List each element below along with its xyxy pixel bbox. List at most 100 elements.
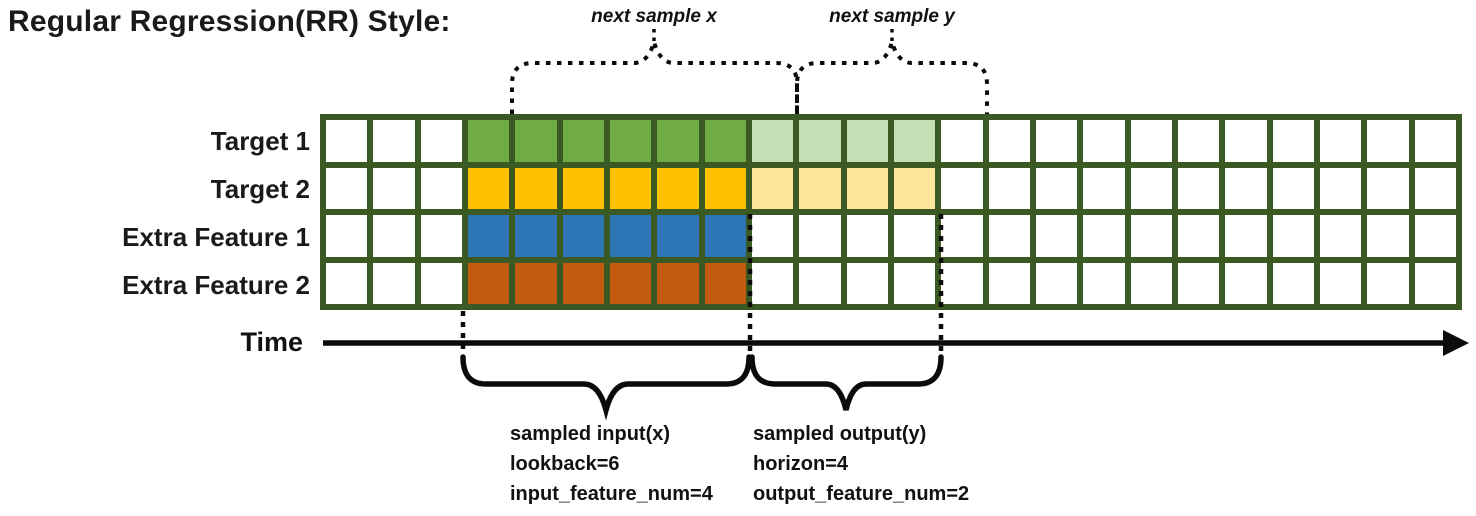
grid-cell	[373, 120, 415, 162]
grid-cell	[1367, 215, 1409, 257]
grid-cell	[1272, 215, 1314, 257]
grid-cell	[704, 120, 746, 162]
grid-cell	[562, 120, 604, 162]
grid-cell	[657, 167, 699, 209]
grid-cell	[373, 167, 415, 209]
grid-cell	[846, 167, 888, 209]
grid-cell	[1083, 262, 1125, 304]
sampled-input-brace	[460, 354, 752, 421]
grid-cell	[1414, 120, 1456, 162]
grid-cell	[799, 215, 841, 257]
grid-cell	[941, 215, 983, 257]
grid-cell	[846, 262, 888, 304]
grid-cell	[1035, 215, 1078, 257]
next-sample-y-label: next sample y	[829, 6, 955, 27]
grid-cell	[373, 262, 415, 304]
row-label-extra-feature-2: Extra Feature 2	[122, 270, 310, 300]
grid-cell	[751, 215, 794, 257]
grid-cell	[704, 215, 746, 257]
grid-cell	[1414, 167, 1456, 209]
grid-cell	[751, 120, 794, 162]
grid-cell	[893, 120, 936, 162]
grid-cell	[1083, 167, 1125, 209]
grid-cell	[326, 120, 368, 162]
grid-cell	[467, 215, 510, 257]
grid-cell	[420, 215, 462, 257]
next-sample-x-label: next sample x	[591, 6, 717, 27]
sampled-output-brace	[749, 354, 944, 411]
grid-cell	[1083, 120, 1125, 162]
grid-cell	[1130, 262, 1172, 304]
sampled-input-title: sampled input(x)	[510, 423, 671, 445]
grid-cell	[373, 215, 415, 257]
grid-cell	[1225, 167, 1267, 209]
row-label-target-2: Target 2	[210, 174, 310, 204]
grid-cell	[941, 120, 983, 162]
grid-cell	[420, 120, 462, 162]
grid-cell	[562, 262, 604, 304]
horizon-value: horizon=4	[753, 453, 849, 475]
grid-cell	[326, 215, 368, 257]
grid-cell	[799, 262, 841, 304]
grid-cell	[657, 215, 699, 257]
grid-cell	[1319, 167, 1362, 209]
grid-cell	[467, 167, 510, 209]
grid-cell	[467, 262, 510, 304]
grid-cell	[1177, 215, 1220, 257]
grid-cell	[515, 167, 557, 209]
time-arrow-head	[1443, 330, 1469, 356]
grid-cell	[515, 215, 557, 257]
grid-cell	[609, 167, 652, 209]
grid-cell	[1130, 167, 1172, 209]
grid-cell	[515, 120, 557, 162]
grid-cell	[1414, 215, 1456, 257]
output-feature-num-value: output_feature_num=2	[753, 483, 970, 505]
grid-cell	[657, 120, 699, 162]
next-sample-y-brace	[795, 34, 989, 114]
grid-cell	[1319, 262, 1362, 304]
grid-cell	[1367, 120, 1409, 162]
row-label-extra-feature-1: Extra Feature 1	[122, 222, 310, 252]
time-axis-label: Time	[240, 327, 303, 357]
grid-cell	[988, 120, 1030, 162]
grid-cell	[941, 167, 983, 209]
grid-cell	[515, 262, 557, 304]
next-sample-x-brace	[510, 34, 799, 114]
grid-cell	[893, 262, 936, 304]
grid-cell	[657, 262, 699, 304]
grid-cell	[609, 215, 652, 257]
sampled-input-note: sampled input(x) lookback=6 input_featur…	[510, 419, 713, 509]
grid-cell	[1225, 215, 1267, 257]
grid-cell	[799, 167, 841, 209]
grid-cell	[1035, 167, 1078, 209]
row-label-target-1: Target 1	[210, 126, 310, 156]
grid-cell	[562, 215, 604, 257]
grid-cell	[1130, 120, 1172, 162]
grid-cell	[846, 120, 888, 162]
grid-cell	[751, 262, 794, 304]
grid-cell	[704, 262, 746, 304]
grid-cell	[704, 167, 746, 209]
grid-cell	[1177, 262, 1220, 304]
input-feature-num-value: input_feature_num=4	[510, 483, 713, 505]
timeline-grid	[320, 114, 1462, 310]
grid-cell	[1414, 262, 1456, 304]
grid-cell	[751, 167, 794, 209]
grid-cell	[799, 120, 841, 162]
grid-cell	[609, 262, 652, 304]
grid-cell	[1367, 167, 1409, 209]
grid-cell	[562, 167, 604, 209]
grid-cell	[326, 167, 368, 209]
grid-cell	[1272, 120, 1314, 162]
sampled-output-note: sampled output(y) horizon=4 output_featu…	[753, 419, 969, 509]
grid-cell	[1319, 215, 1362, 257]
diagram-title: Regular Regression(RR) Style:	[8, 5, 451, 38]
grid-cell	[1225, 262, 1267, 304]
grid-cell	[988, 262, 1030, 304]
grid-cell	[420, 262, 462, 304]
grid-cell	[1225, 120, 1267, 162]
grid-cell	[1130, 215, 1172, 257]
sampled-output-title: sampled output(y)	[753, 423, 927, 445]
grid-cell	[893, 215, 936, 257]
